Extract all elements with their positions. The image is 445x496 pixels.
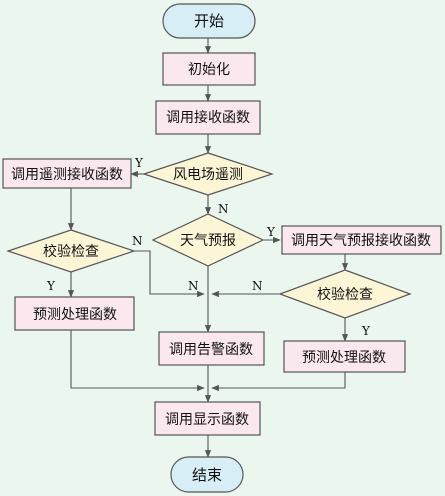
node-wind-telemetry: 风电场遥测 bbox=[142, 152, 274, 196]
label-check-left-no: N bbox=[132, 234, 143, 248]
node-call-receive-label: 调用接收函数 bbox=[166, 109, 250, 126]
node-call-alarm-label: 调用告警函数 bbox=[169, 342, 253, 358]
edge-predict-right-merge bbox=[211, 372, 346, 392]
node-check-right-label: 校验检查 bbox=[317, 286, 373, 303]
label-check-right-no: N bbox=[252, 279, 263, 293]
edge-check-left-no bbox=[134, 250, 205, 298]
node-end: 结束 bbox=[170, 456, 244, 493]
label-check-right-yes: Y bbox=[361, 324, 371, 338]
node-call-display: 调用显示函数 bbox=[154, 401, 261, 436]
node-predict-right-label: 预测处理函数 bbox=[302, 350, 386, 366]
label-telemetry-yes: Y bbox=[134, 156, 144, 170]
node-call-weather-receive: 调用天气预报接收函数 bbox=[281, 225, 442, 255]
label-check-left-yes: Y bbox=[46, 279, 56, 293]
node-call-display-label: 调用显示函数 bbox=[165, 412, 249, 428]
edge-predict-left-merge bbox=[70, 330, 205, 392]
node-call-telemetry-receive-label: 调用遥测接收函数 bbox=[11, 166, 123, 183]
node-predict-left-label: 预测处理函数 bbox=[33, 307, 117, 323]
node-predict-left: 预测处理函数 bbox=[14, 296, 135, 331]
node-end-label: 结束 bbox=[192, 466, 222, 484]
node-call-receive: 调用接收函数 bbox=[155, 100, 261, 135]
node-wind-telemetry-label: 风电场遥测 bbox=[173, 167, 243, 183]
node-call-weather-receive-label: 调用天气预报接收函数 bbox=[291, 232, 431, 249]
label-weather-yes: Y bbox=[266, 225, 276, 239]
node-check-left: 校验检查 bbox=[6, 229, 136, 273]
connectors bbox=[67, 38, 349, 458]
node-start: 开始 bbox=[162, 3, 256, 39]
node-call-alarm: 调用告警函数 bbox=[158, 331, 265, 366]
node-weather-forecast-label: 天气预报 bbox=[180, 233, 236, 249]
edge-labels: Y N N N Y Y N Y bbox=[46, 156, 371, 338]
node-check-right: 校验检查 bbox=[278, 269, 412, 319]
node-call-telemetry-receive: 调用遥测接收函数 bbox=[2, 158, 132, 189]
node-init: 初始化 bbox=[162, 52, 256, 86]
node-init-label: 初始化 bbox=[188, 61, 230, 78]
node-predict-right: 预测处理函数 bbox=[283, 340, 406, 373]
node-check-left-label: 校验检查 bbox=[43, 243, 99, 260]
label-telemetry-no: N bbox=[218, 202, 229, 216]
node-weather-forecast: 天气预报 bbox=[151, 213, 265, 267]
node-start-label: 开始 bbox=[194, 12, 224, 30]
label-check-left-no-arrow: N bbox=[188, 279, 199, 293]
